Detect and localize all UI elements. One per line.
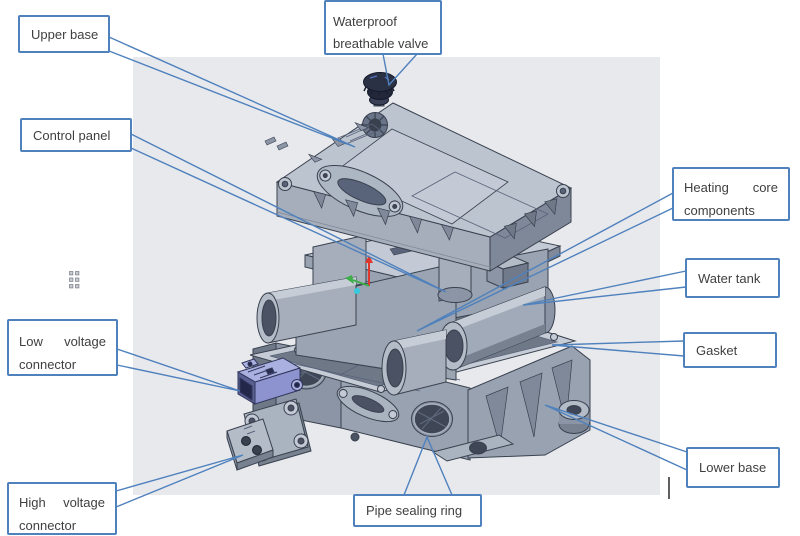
callout-pipe-sealing-label: Pipe sealing ring [366, 503, 463, 518]
waterproof-valve-part [363, 72, 397, 107]
callout-pipe-sealing-ring[interactable]: Pipe sealing ring [353, 494, 482, 527]
callout-control-panel-label: Control panel [33, 127, 111, 143]
callout-lower-base[interactable]: Lower base [686, 447, 780, 488]
upper-base-part [264, 102, 573, 272]
callout-high-voltage-connector[interactable]: High voltage connector [7, 482, 117, 535]
callout-upper-base[interactable]: Upper base [18, 15, 110, 53]
leader-high-voltage [115, 454, 244, 508]
leader-lower-base [544, 404, 688, 471]
leader-upper-base [108, 36, 356, 148]
callout-lower-base-label: Lower base [699, 460, 767, 475]
low-voltage-connector-part [236, 357, 303, 405]
high-voltage-connector-part [226, 398, 312, 471]
leader-waterproof [382, 53, 418, 87]
callout-upper-base-label: Upper base [31, 26, 99, 42]
orientation-triad [345, 255, 373, 294]
callout-control-panel[interactable]: Control panel [20, 118, 132, 152]
callout-water-tank[interactable]: Water tank [685, 258, 780, 298]
leader-low-voltage [116, 348, 241, 392]
leader-heating-core [416, 192, 674, 332]
leader-control-panel [130, 133, 447, 293]
callout-low-voltage-connector[interactable]: Low voltage connector [7, 319, 118, 376]
leader-pipe-sealing [403, 435, 453, 496]
callout-gasket-label: Gasket [696, 342, 738, 358]
callout-gasket[interactable]: Gasket [683, 332, 777, 368]
water-tank-part [256, 248, 556, 396]
callout-waterproof-valve[interactable]: Waterproof breathable valve [324, 0, 442, 55]
leader-gasket [551, 340, 685, 357]
leader-water-tank [522, 270, 687, 306]
drag-handle-icon[interactable] [69, 271, 80, 289]
callout-water-tank-label: Water tank [698, 270, 761, 286]
callout-leader-lines [108, 36, 688, 508]
callout-heating-core[interactable]: Heating core components [672, 167, 790, 221]
